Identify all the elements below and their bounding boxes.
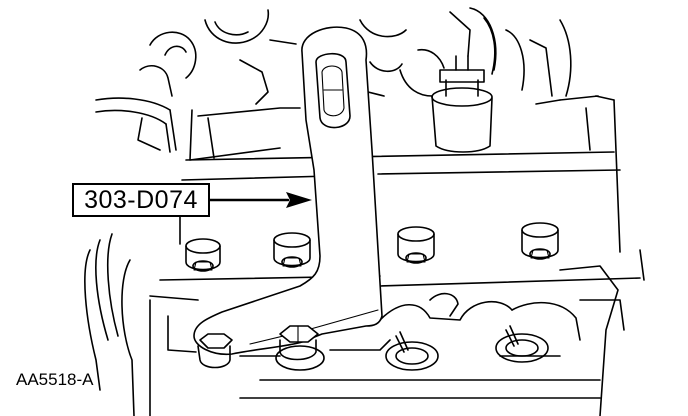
- tool-number-label: 303-D074: [84, 185, 198, 214]
- tool-callout: 303-D074: [72, 183, 210, 217]
- valve-cover: [179, 95, 621, 253]
- ignition-coil: [431, 55, 493, 153]
- head-bolt-bosses: [185, 222, 559, 272]
- callout-leader: [208, 192, 312, 208]
- spark-plug-studs: [275, 325, 549, 371]
- figure-reference-id: AA5518-A: [16, 370, 94, 389]
- bracket-bolts: [197, 325, 319, 369]
- special-tool-bracket: [193, 26, 383, 356]
- lower-engine-block: [84, 233, 645, 416]
- upper-hoses: [95, 7, 572, 161]
